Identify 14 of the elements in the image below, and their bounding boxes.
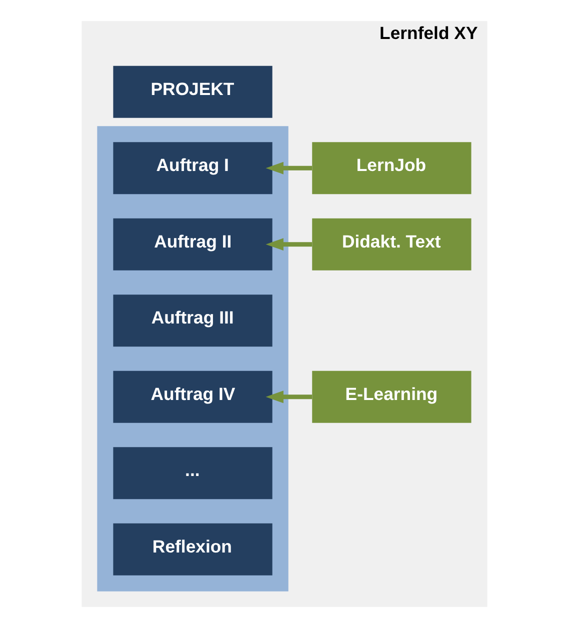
node-box: ... bbox=[112, 447, 272, 500]
node-box: PROJEKT bbox=[112, 66, 272, 118]
node-box: Reflexion bbox=[112, 523, 272, 576]
node-box: Auftrag IV bbox=[112, 370, 272, 423]
node-box: Auftrag II bbox=[112, 218, 272, 270]
cluster bbox=[96, 126, 288, 592]
arrow bbox=[265, 238, 312, 251]
arrow bbox=[265, 162, 312, 174]
node-box: Didakt. Text bbox=[312, 218, 471, 270]
node-box: E-Learning bbox=[312, 370, 471, 423]
arrow bbox=[265, 390, 312, 404]
node-box: Auftrag I bbox=[112, 142, 272, 194]
node-box: Auftrag III bbox=[112, 294, 272, 347]
node-box: LernJob bbox=[312, 142, 471, 194]
